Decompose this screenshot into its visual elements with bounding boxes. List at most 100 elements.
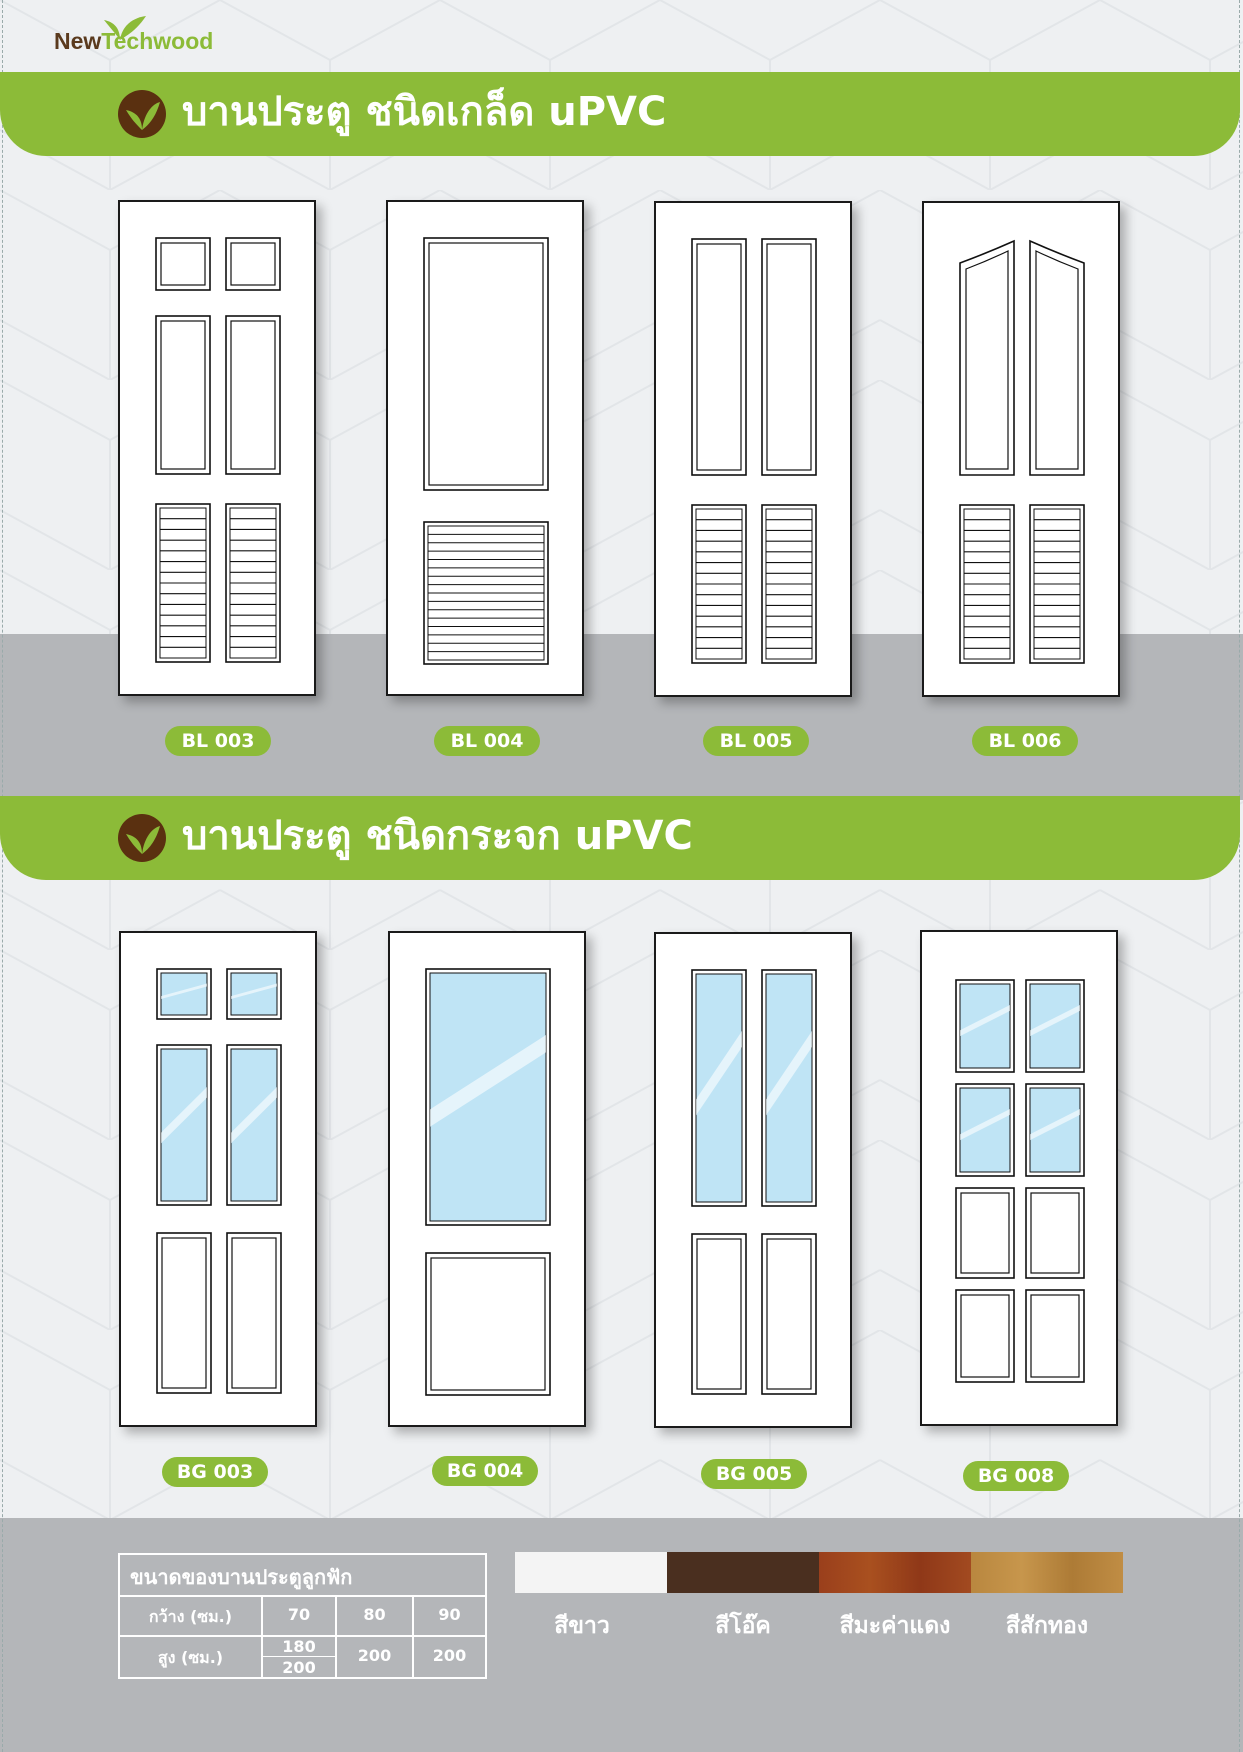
door-panel-inner: [231, 1237, 277, 1389]
code-tag-bg008: BG 008: [963, 1461, 1069, 1491]
section-banner-louver: บานประตู ชนิดเกล็ด uPVC: [0, 72, 1240, 156]
code-tag-bl003: BL 003: [165, 726, 271, 756]
code-tag-bg005: BG 005: [701, 1459, 807, 1489]
door-bg003: [119, 931, 317, 1427]
height-200-b: 200: [357, 1646, 392, 1665]
door-panel: [225, 315, 281, 475]
code-tag-bg004: BG 004: [432, 1456, 538, 1486]
brand-part2: Techwood: [101, 28, 214, 54]
door-glass: [230, 1048, 278, 1202]
swatch-golden-teak: [971, 1552, 1123, 1593]
door-panel: [955, 1187, 1015, 1279]
table-line: [120, 1595, 485, 1597]
door-glass: [160, 1048, 208, 1202]
door-panel-inner: [960, 1294, 1010, 1378]
swatch-oak: [667, 1552, 819, 1593]
glass-glare: [960, 1109, 1010, 1141]
width-80: 80: [363, 1605, 386, 1624]
door-bl003: [118, 200, 316, 696]
door-panel-inner: [696, 1238, 742, 1390]
door-bl006: [922, 201, 1120, 697]
door-panel: [155, 315, 211, 475]
height-180: 180: [282, 1637, 316, 1656]
height-200-c: 200: [432, 1646, 467, 1665]
door-bl005: [654, 201, 852, 697]
section-title-glass: บานประตู ชนิดกระจก uPVC: [182, 813, 693, 859]
code-tag-bl005: BL 005: [703, 726, 809, 756]
section-banner-glass: บานประตู ชนิดกระจก uPVC: [0, 796, 1240, 880]
door-panel-inner: [1030, 1192, 1080, 1274]
right-trim-line: [1239, 0, 1240, 1752]
door-bg008-drawing: [955, 979, 1085, 1383]
width-label: กว้าง (ซม.): [148, 1607, 233, 1626]
swatch-white: [515, 1552, 667, 1593]
door-panel: [425, 1252, 551, 1396]
door-glass: [765, 973, 813, 1203]
door-bl003-drawing: [155, 237, 281, 663]
door-panel-inner: [230, 320, 276, 470]
left-trim-line: [2, 0, 3, 1752]
door-panel-inner: [766, 243, 812, 471]
glass-glare: [161, 983, 207, 1000]
door-glass: [160, 972, 208, 1016]
door-glass: [959, 1087, 1011, 1173]
table-line: [412, 1595, 414, 1677]
code-tag-bl006: BL 006: [972, 726, 1078, 756]
door-glass: [230, 972, 278, 1016]
glass-glare: [1030, 1005, 1080, 1037]
door-panel: [761, 1233, 817, 1395]
door-panel-inner: [696, 243, 742, 471]
table-line: [261, 1595, 263, 1677]
door-panel: [691, 1233, 747, 1395]
glass-glare: [231, 983, 277, 1000]
door-bl004-drawing: [423, 237, 549, 665]
door-glass: [959, 983, 1011, 1069]
door-bg003-drawing: [156, 968, 282, 1394]
door-arch-inner: [1035, 250, 1079, 470]
door-bg005-drawing: [691, 969, 817, 1395]
height-200-a: 200: [282, 1658, 316, 1677]
door-panel: [1025, 1187, 1085, 1279]
door-panel-inner: [160, 320, 206, 470]
door-panel-inner: [230, 242, 276, 286]
sprout-icon: [104, 16, 146, 40]
glass-glare: [231, 1087, 277, 1144]
door-glass: [1029, 983, 1081, 1069]
swatch-makha-red: [819, 1552, 971, 1593]
door-panel-inner: [160, 242, 206, 286]
door-bl004: [386, 200, 584, 696]
door-panel-inner: [960, 1192, 1010, 1274]
size-table: ขนาดของบานประตูลูกฟัก กว้าง (ซม.) 70 80 …: [118, 1553, 487, 1679]
door-bg004: [388, 931, 586, 1427]
color-label-golden-teak: สีสักทอง: [1005, 1613, 1089, 1639]
door-arch-inner: [965, 250, 1009, 470]
door-panel: [691, 238, 747, 476]
glass-glare: [960, 1005, 1010, 1037]
door-arch-panel: [1029, 239, 1085, 476]
door-glass: [429, 972, 547, 1222]
width-70: 70: [287, 1605, 311, 1624]
table-line: [335, 1595, 337, 1677]
door-panel: [761, 238, 817, 476]
door-panel-inner: [1030, 1294, 1080, 1378]
code-tag-bl004: BL 004: [434, 726, 540, 756]
color-label-oak: สีโอ๊ค: [715, 1613, 771, 1639]
size-table-title: ขนาดของบานประตูลูกฟัก: [130, 1565, 353, 1589]
color-label-makha-red: สีมะค่าแดง: [839, 1613, 951, 1639]
door-panel: [156, 1232, 212, 1394]
door-bg008: [920, 930, 1118, 1426]
width-90: 90: [438, 1605, 461, 1624]
glass-glare: [161, 1087, 207, 1144]
code-tag-bg003: BG 003: [162, 1457, 268, 1487]
door-bg004-drawing: [425, 968, 551, 1396]
glass-glare: [696, 1031, 742, 1116]
sprout-badge-icon: [118, 814, 166, 862]
door-bl005-drawing: [691, 238, 817, 664]
door-panel: [225, 237, 281, 291]
door-glass: [695, 973, 743, 1203]
door-panel: [226, 1232, 282, 1394]
door-bl006-drawing: [959, 239, 1085, 664]
table-line: [120, 1635, 485, 1637]
section-title-louver: บานประตู ชนิดเกล็ด uPVC: [182, 89, 667, 135]
color-label-white: สีขาว: [554, 1613, 610, 1639]
